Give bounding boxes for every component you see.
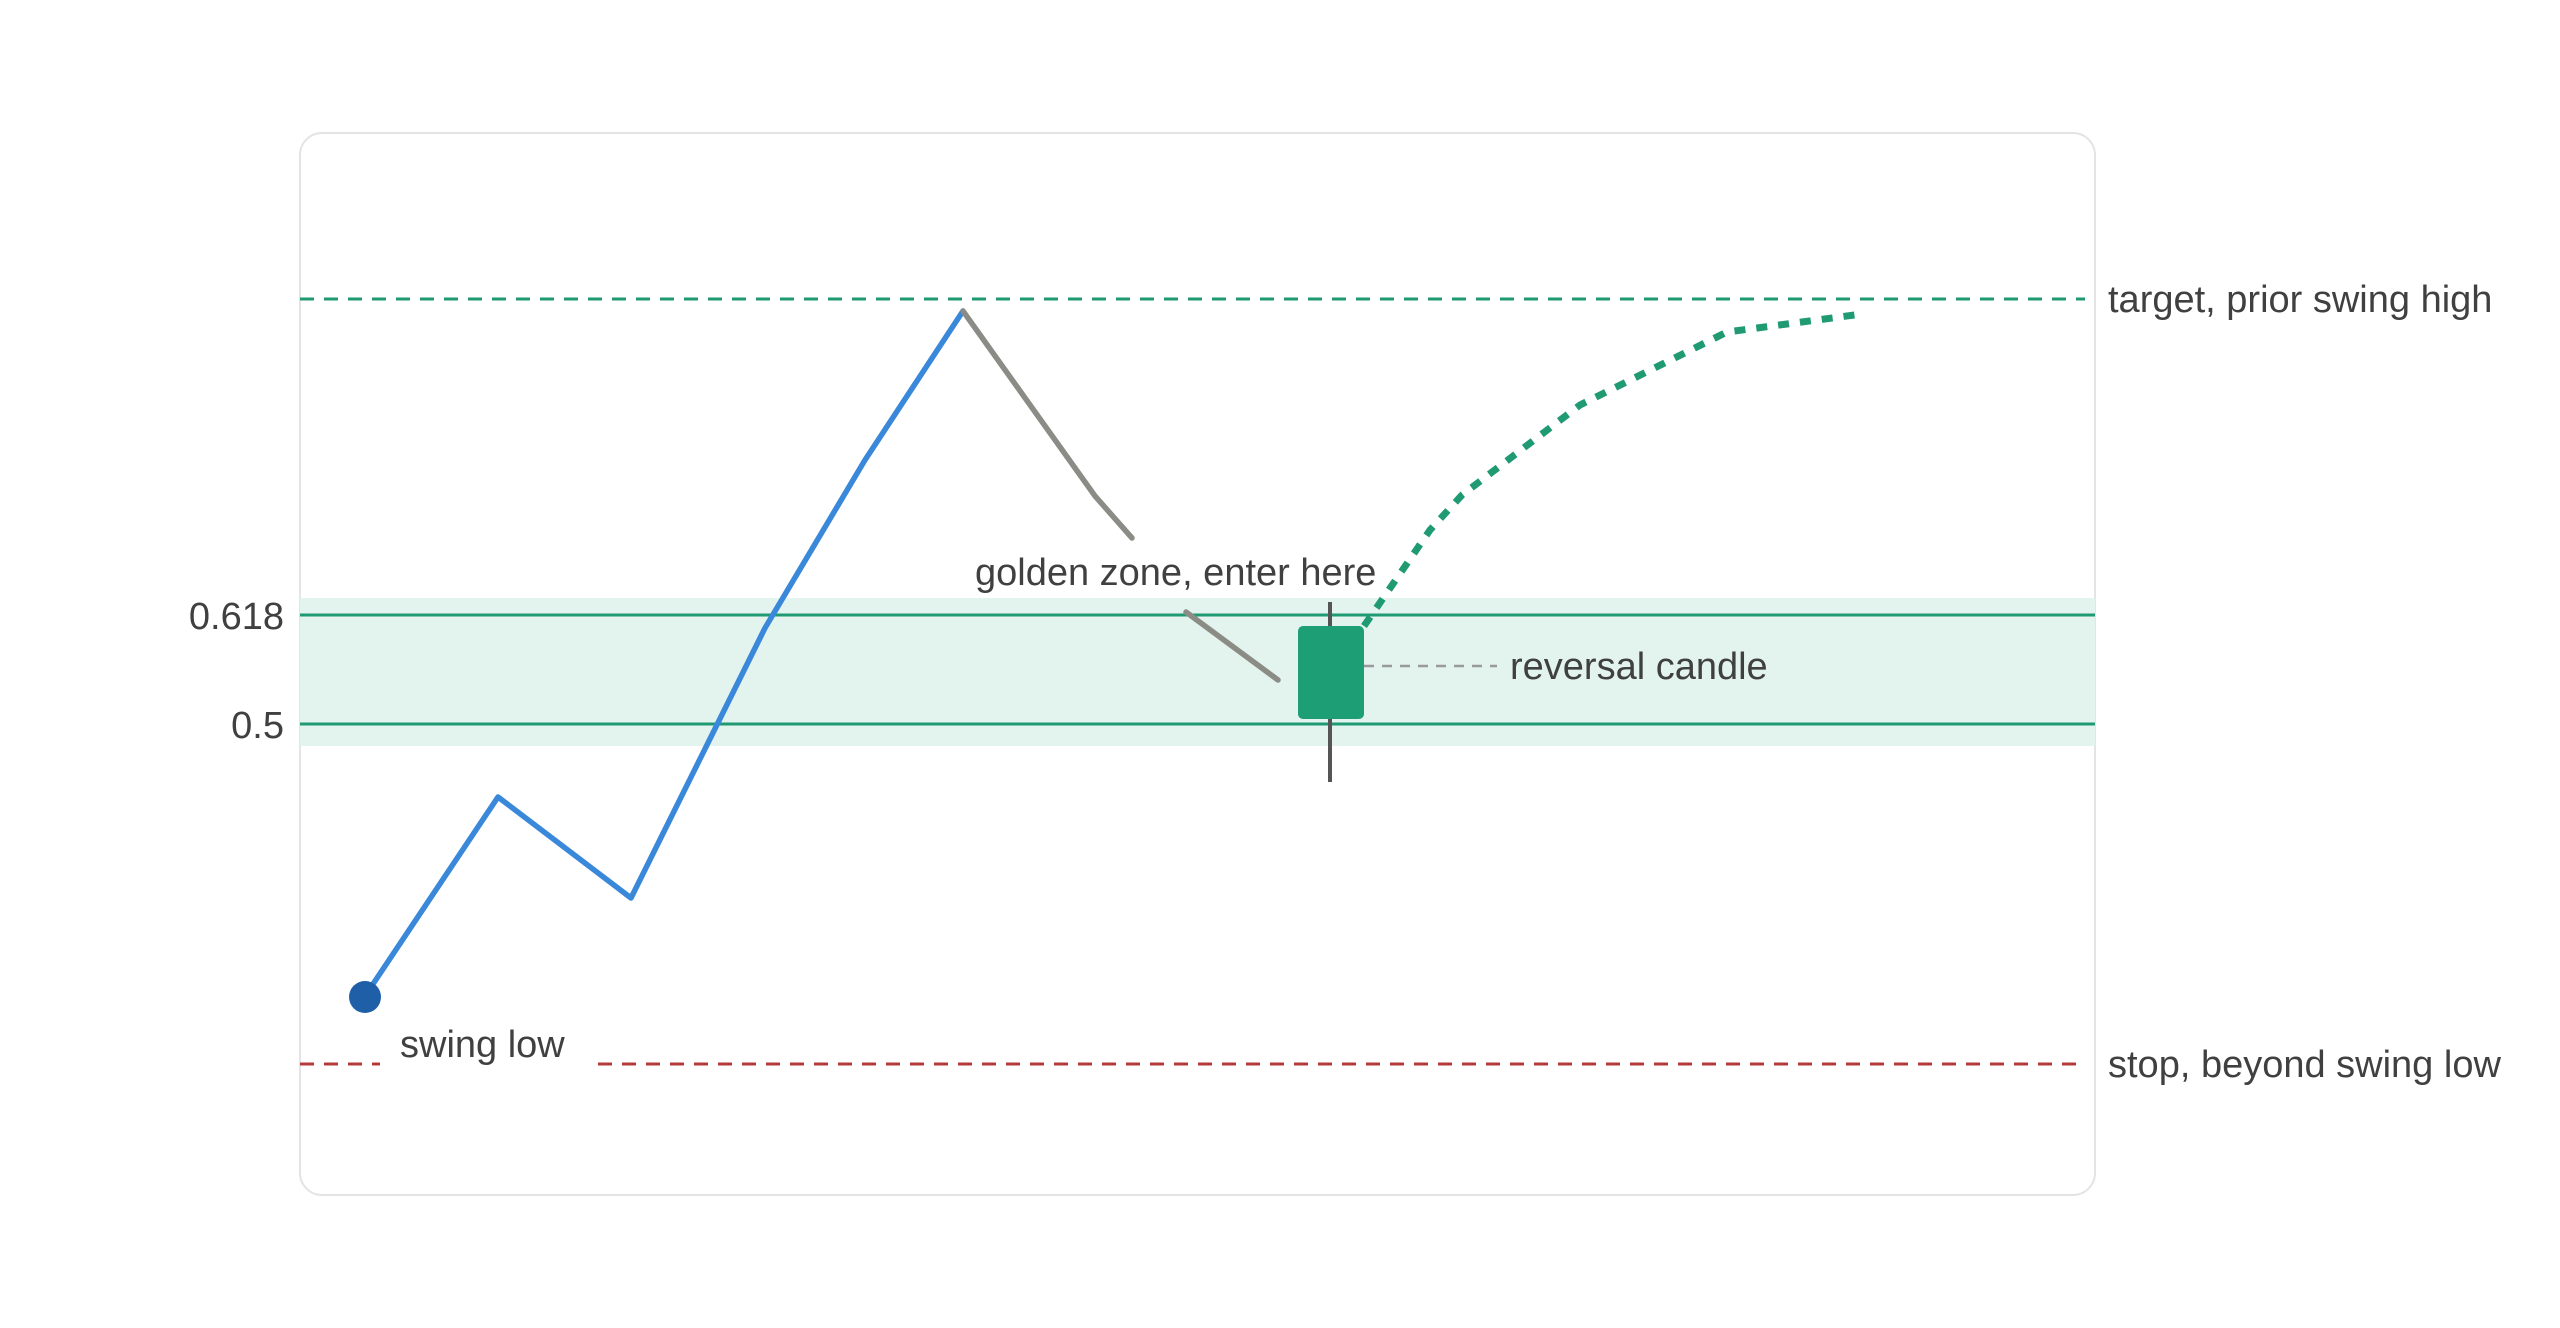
swing-low-marker	[349, 981, 381, 1013]
stop-label: stop, beyond swing low	[2108, 1044, 2501, 1086]
pullback-path-lower	[1183, 609, 1281, 683]
up-swing-path	[362, 308, 966, 999]
fib-618-label: 0.618	[189, 596, 284, 638]
reversal-candle-body	[1298, 626, 1364, 719]
golden-zone-label: golden zone, enter here	[975, 552, 1376, 594]
swing-low-label: swing low	[400, 1024, 565, 1066]
pullback-path	[960, 308, 1135, 541]
reversal-candle-label: reversal candle	[1510, 646, 1768, 688]
target-label: target, prior swing high	[2108, 279, 2492, 321]
projection-path	[1361, 310, 1863, 628]
fib-50-label: 0.5	[231, 705, 284, 747]
